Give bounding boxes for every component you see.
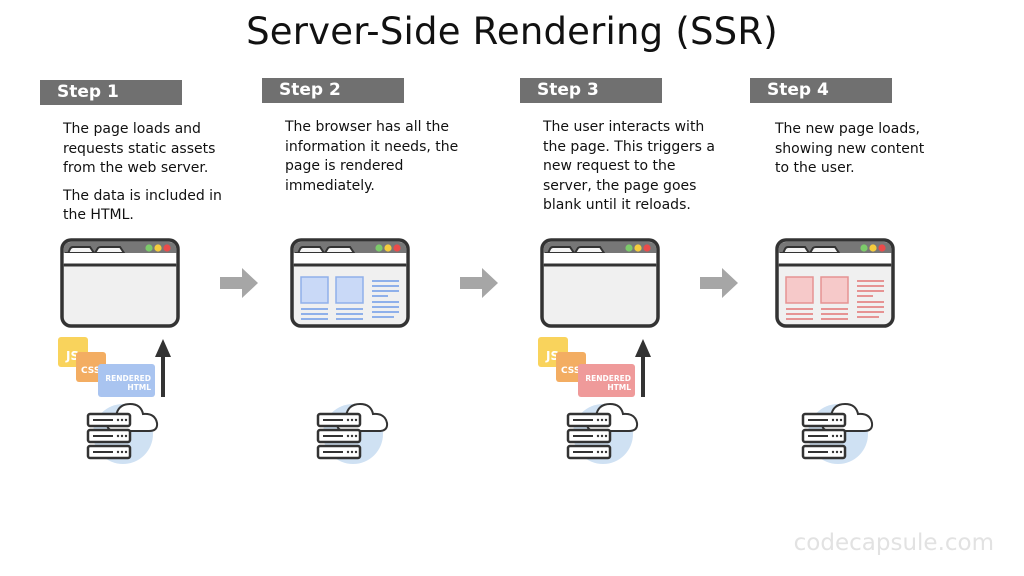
page-title: Server-Side Rendering (SSR) bbox=[246, 10, 778, 53]
window-dot-red bbox=[393, 244, 401, 252]
content-text-line bbox=[336, 318, 363, 320]
window-dot-red bbox=[878, 244, 886, 252]
content-image-block bbox=[300, 276, 329, 304]
window-dot-yellow bbox=[869, 244, 877, 252]
window-dot-yellow bbox=[634, 244, 642, 252]
window-dot-red bbox=[163, 244, 171, 252]
content-text-line bbox=[372, 301, 399, 303]
window-dot-yellow bbox=[154, 244, 162, 252]
step-3-badge: Step 3 bbox=[520, 78, 662, 103]
step-4-paragraph-1: The new page loads, showing new content … bbox=[775, 121, 925, 176]
window-dot-yellow bbox=[384, 244, 392, 252]
content-text-line bbox=[857, 290, 884, 292]
step-4-description: The new page loads, showing new content … bbox=[775, 120, 940, 187]
right-arrow-icon bbox=[700, 268, 738, 298]
content-text-line bbox=[857, 301, 884, 303]
browser-tab bbox=[808, 246, 841, 254]
content-text-line bbox=[857, 311, 884, 313]
step-3-assets: JS CSS RENDERED HTML bbox=[538, 337, 648, 399]
content-text-line bbox=[786, 318, 813, 320]
content-text-line bbox=[786, 313, 813, 315]
window-dot-red bbox=[643, 244, 651, 252]
step-4-badge: Step 4 bbox=[750, 78, 892, 103]
right-arrow-icon bbox=[220, 268, 258, 298]
window-dot-green bbox=[860, 244, 868, 252]
content-text-line bbox=[336, 308, 363, 310]
step-1-paragraph-2: The data is included in the HTML. bbox=[63, 187, 222, 224]
step-3-server-cloud-icon bbox=[565, 398, 645, 468]
step-2-server-cloud-icon bbox=[315, 398, 395, 468]
content-text-line bbox=[372, 280, 399, 282]
browser-tab bbox=[295, 246, 326, 259]
content-text-line bbox=[372, 316, 394, 318]
up-arrow-icon bbox=[635, 339, 651, 397]
content-text-line bbox=[857, 285, 884, 287]
watermark: codecapsule.com bbox=[793, 530, 994, 556]
content-text-line bbox=[372, 306, 399, 308]
rendered-html-file-icon: RENDERED HTML bbox=[578, 364, 635, 397]
browser-tab bbox=[780, 246, 811, 259]
content-text-line bbox=[372, 285, 399, 287]
content-text-line bbox=[301, 313, 328, 315]
content-text-line bbox=[372, 311, 399, 313]
browser-tab bbox=[93, 246, 126, 254]
content-text-line bbox=[857, 295, 873, 297]
content-text-line bbox=[821, 318, 848, 320]
rendered-html-file-icon: RENDERED HTML bbox=[98, 364, 155, 397]
step-1-badge: Step 1 bbox=[40, 80, 182, 105]
right-arrow-icon bbox=[460, 268, 498, 298]
step-1-server-cloud-icon bbox=[85, 398, 165, 468]
up-arrow-icon bbox=[155, 339, 171, 397]
content-text-line bbox=[336, 313, 363, 315]
content-text-line bbox=[821, 308, 848, 310]
window-dot-green bbox=[375, 244, 383, 252]
content-text-line bbox=[301, 308, 328, 310]
content-text-line bbox=[821, 313, 848, 315]
content-text-line bbox=[372, 295, 388, 297]
step-3-paragraph-1: The user interacts with the page. This t… bbox=[543, 119, 715, 213]
content-text-line bbox=[301, 318, 328, 320]
browser-tab bbox=[573, 246, 606, 254]
content-image-block bbox=[785, 276, 814, 304]
content-text-line bbox=[857, 306, 884, 308]
window-dot-green bbox=[145, 244, 153, 252]
step-2-browser-window bbox=[290, 238, 410, 328]
step-1-description: The page loads and requests static asset… bbox=[63, 120, 233, 234]
step-2-description: The browser has all the information it n… bbox=[285, 118, 460, 204]
step-1-browser-window bbox=[60, 238, 180, 328]
step-1-paragraph-1: The page loads and requests static asset… bbox=[63, 121, 216, 176]
content-image-block bbox=[820, 276, 849, 304]
step-3-browser-window bbox=[540, 238, 660, 328]
window-dot-green bbox=[625, 244, 633, 252]
browser-tab bbox=[323, 246, 356, 254]
step-2-paragraph-1: The browser has all the information it n… bbox=[285, 119, 459, 194]
step-2-badge: Step 2 bbox=[262, 78, 404, 103]
content-text-line bbox=[857, 316, 879, 318]
step-3-description: The user interacts with the page. This t… bbox=[543, 118, 718, 224]
content-text-line bbox=[857, 280, 884, 282]
step-1-assets: JS CSS RENDERED HTML bbox=[58, 337, 168, 399]
step-4-server-cloud-icon bbox=[800, 398, 880, 468]
content-text-line bbox=[786, 308, 813, 310]
content-image-block bbox=[335, 276, 364, 304]
browser-tab bbox=[65, 246, 96, 259]
content-text-line bbox=[372, 290, 399, 292]
step-4-browser-window bbox=[775, 238, 895, 328]
browser-tab bbox=[545, 246, 576, 259]
